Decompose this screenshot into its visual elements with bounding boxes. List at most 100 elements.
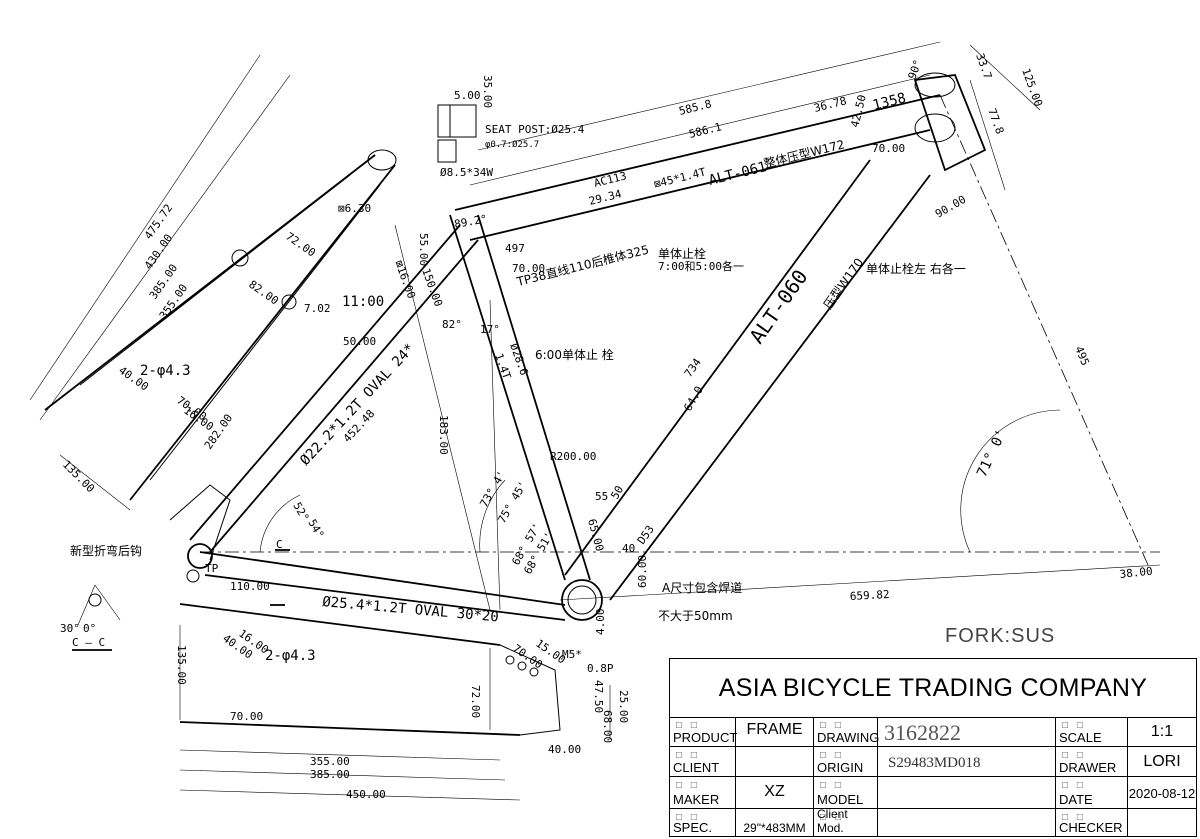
dim-52: 52° xyxy=(290,500,311,524)
cell-client-value xyxy=(736,747,814,777)
placeholder-glyph: □ □ xyxy=(820,780,844,791)
label-stop-bolt-c: 6:00单体止 栓 xyxy=(535,347,614,362)
drawing-value: 3162822 xyxy=(884,720,961,745)
cell-drawer-value: LORI xyxy=(1128,747,1196,777)
dim-4250: 42.50 xyxy=(848,93,869,128)
dim-72a: 72.00 xyxy=(283,230,318,260)
dim-65982: 659.82 xyxy=(849,588,889,603)
placeholder-glyph: □ □ xyxy=(1062,812,1086,823)
placeholder-glyph: □ □ xyxy=(820,720,844,731)
dim-0deg: 0° xyxy=(83,622,96,635)
label-stop-bolt-a: 单体止栓 xyxy=(658,246,706,261)
scale-label: SCALE xyxy=(1059,730,1102,745)
chain-stay-plan-view xyxy=(179,603,561,736)
dim-4750: 47.50 xyxy=(592,680,605,713)
placeholder-glyph: □ □ xyxy=(820,750,844,761)
seat-stay-side-view xyxy=(44,149,397,501)
dim-50a: 50.00 xyxy=(343,335,376,348)
dim-17deg: 17° xyxy=(480,323,500,336)
label-fork: FORK:SUS xyxy=(945,625,1055,647)
dim-734: 734 xyxy=(682,356,704,380)
placeholder-glyph: □ □ xyxy=(1062,720,1086,731)
cell-origin-value: S29483MD018 xyxy=(878,747,1056,777)
origin-value: S29483MD018 xyxy=(888,755,981,771)
spec-label: SPEC. xyxy=(673,820,713,835)
dim-50b: 50 xyxy=(608,484,626,502)
cell-scale-value: 1:1 xyxy=(1128,717,1196,747)
dim-70d: 70.00 xyxy=(230,710,263,723)
dim-4: 4.00 xyxy=(594,609,607,636)
dim-125: 125.00 xyxy=(1019,67,1045,109)
label-hole-top: 2-φ4.3 xyxy=(140,363,191,379)
seat-post-detail xyxy=(437,104,477,163)
cell-origin-label: □ □ ORIGIN xyxy=(814,747,878,777)
dim-135a: 135.00 xyxy=(60,458,97,495)
centerline-steering xyxy=(939,94,1149,566)
dim-110: 110.00 xyxy=(230,580,270,593)
placeholder-glyph: □ □ xyxy=(1062,750,1086,761)
dim-55b: 55 xyxy=(595,490,608,503)
label-stop-bolt-a2: 7:00和5:00各一 xyxy=(658,259,744,273)
down-tube xyxy=(564,159,931,601)
label-top-tube-dia: ⊠45*1.4T xyxy=(653,165,708,191)
dim-82deg: 82° xyxy=(442,318,462,331)
drawer-label: DRAWER xyxy=(1059,760,1117,775)
dim-495: 495 xyxy=(1072,344,1091,367)
drawer-value: LORI xyxy=(1143,753,1181,770)
dim-70a: 70.00 xyxy=(872,142,905,155)
label-stop-bolt-b: 单体止栓左 右各一 xyxy=(866,261,966,276)
label-seat-post: SEAT POST:Ø25.4 xyxy=(485,123,585,136)
cell-checker-label: □ □ CHECKER xyxy=(1056,809,1128,836)
label-top-tube-code: ALT-061 xyxy=(707,159,768,189)
label-hook-note: 新型折弯后钩 xyxy=(70,543,142,558)
date-label: DATE xyxy=(1059,792,1093,807)
placeholder-glyph: □ □ xyxy=(676,750,700,761)
drawing-label: DRAWING xyxy=(817,730,880,745)
cell-model-value xyxy=(878,777,1056,809)
dim-90: 90.00 xyxy=(933,193,968,221)
label-seat-clamp: Ø8.5*34W xyxy=(440,166,493,179)
dim-183: 183.00 xyxy=(437,415,450,455)
cell-maker-value: XZ xyxy=(736,777,814,809)
model-label: MODEL xyxy=(817,792,864,807)
cell-drawing-label: □ □ DRAWING xyxy=(814,717,880,747)
label-down-tube-spec: 压型W170 xyxy=(821,256,866,312)
company-name: ASIA BICYCLE TRADING COMPANY xyxy=(670,659,1196,718)
dim-337: 33.7 xyxy=(973,52,994,81)
cell-spec-value: 29"*483MM xyxy=(736,809,814,836)
label-ac: AC113 xyxy=(593,169,628,190)
top-tube xyxy=(454,94,941,241)
dim-355b: 355.00 xyxy=(310,755,350,768)
cell-spec-label: □ □ SPEC. xyxy=(670,809,736,836)
dim-82: 82.00 xyxy=(246,278,281,308)
dim-60: 60.00 xyxy=(636,555,649,588)
dim-586: 586.1 xyxy=(688,120,723,141)
scale-value: 1:1 xyxy=(1150,723,1174,740)
spec-value: 29"*483MM xyxy=(743,821,806,835)
label-section: C — C xyxy=(72,636,105,649)
section-detail xyxy=(72,549,290,651)
dim-55: 55.00 xyxy=(417,233,430,266)
label-clock: 11:00 xyxy=(342,294,384,310)
dim-630: ⊠6.30 xyxy=(338,202,371,215)
label-max-note: 不大于50mm xyxy=(658,609,733,623)
section-mark: C xyxy=(276,538,283,551)
dim-778: 77.8 xyxy=(985,107,1006,136)
dim-35: 35.00 xyxy=(481,75,494,108)
dim-640: 64.0 xyxy=(681,384,706,413)
placeholder-glyph: □ □ xyxy=(676,780,700,791)
maker-value: XZ xyxy=(764,783,785,800)
cell-checker-value xyxy=(1128,809,1196,836)
placeholder-glyph: □ □ xyxy=(676,720,700,731)
cell-client-label: □ □ CLIENT xyxy=(670,747,736,777)
label-hole-bottom: 2-φ4.3 xyxy=(265,648,316,664)
dim-90deg: 90° xyxy=(906,58,925,81)
dim-71: 71° 0' xyxy=(974,427,1010,480)
date-value: 2020-08-12 xyxy=(1128,786,1196,801)
label-seat-post-sub: φ0.7:Ø25.7 xyxy=(485,139,539,150)
dim-38: 38.00 xyxy=(1119,565,1153,581)
dim-30deg: 30° xyxy=(60,622,80,635)
dim-40d: 40.00 xyxy=(548,743,581,756)
dim-40a: 40 xyxy=(622,542,635,555)
dim-450: 450.00 xyxy=(346,788,386,801)
